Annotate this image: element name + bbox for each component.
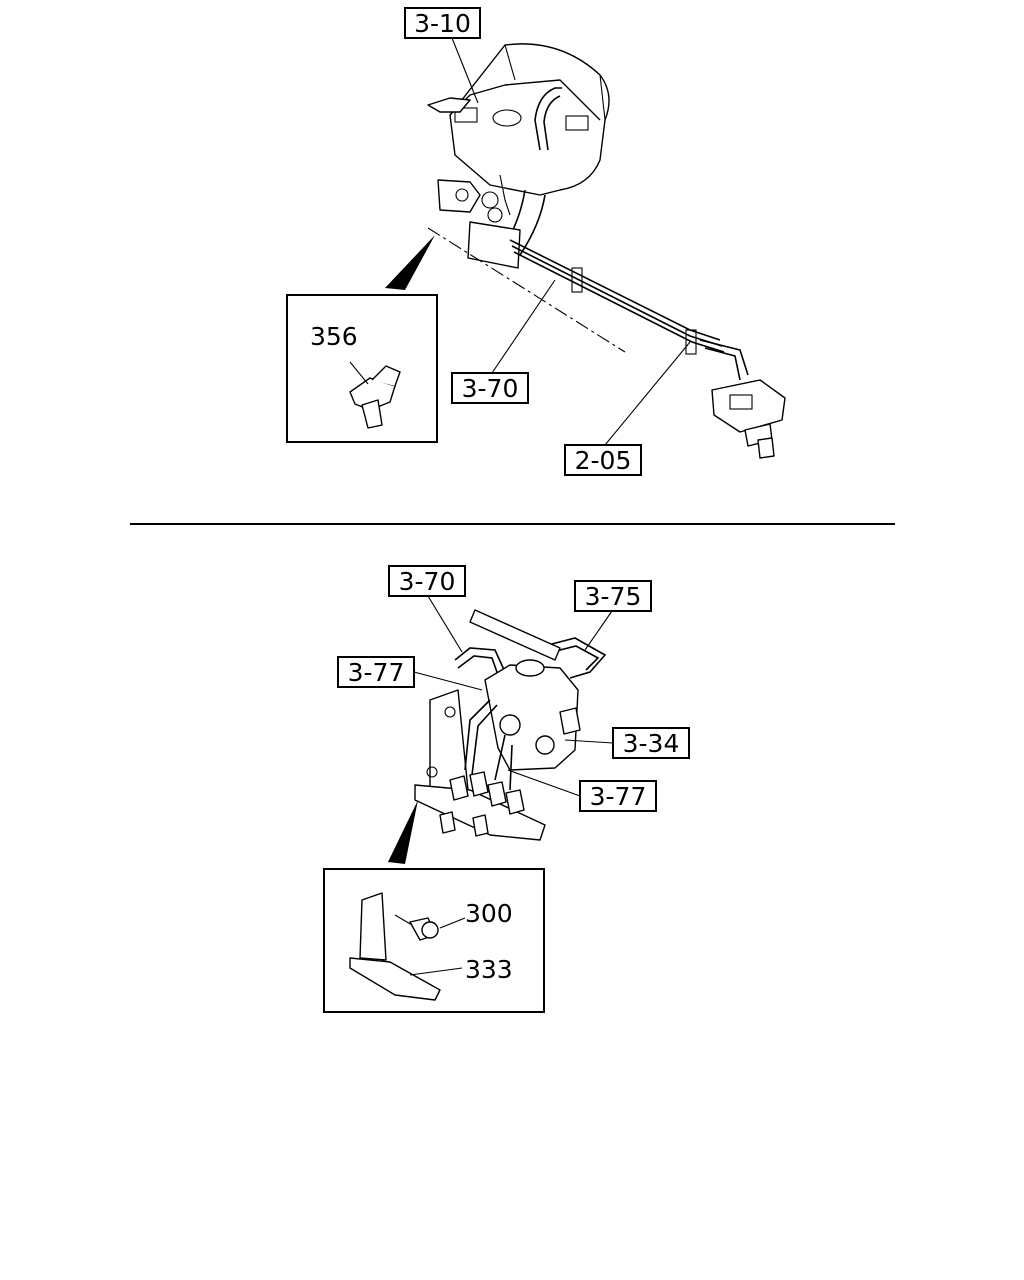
callout-3-70-lower: 3-70 [388, 565, 466, 653]
callout-3-77-lower: 3-77 [507, 769, 657, 812]
lower-assembly-drawing [388, 609, 607, 864]
callout-3-34: 3-34 [564, 727, 690, 759]
detail-label-356: 356 [310, 322, 358, 351]
callout-2-05: 2-05 [564, 341, 691, 476]
callout-3-77-upper-text: 3-77 [348, 658, 405, 687]
detail-box-clip [286, 294, 438, 443]
callout-2-05-text: 2-05 [575, 446, 632, 475]
detail-label-300: 300 [465, 899, 513, 928]
callout-3-10-text: 3-10 [414, 9, 471, 38]
callout-3-75: 3-75 [574, 580, 652, 651]
callout-3-10: 3-10 [404, 7, 481, 104]
callout-3-70-lower-text: 3-70 [399, 567, 456, 596]
callout-3-70-upper: 3-70 [451, 279, 556, 404]
callout-3-75-text: 3-75 [585, 582, 642, 611]
callout-3-34-text: 3-34 [623, 729, 680, 758]
upper-assembly-drawing [385, 43, 786, 459]
callout-3-77-upper: 3-77 [337, 656, 483, 691]
detail-label-333: 333 [465, 955, 513, 984]
callout-3-77-lower-text: 3-77 [590, 782, 647, 811]
detail-box-bracket [323, 868, 545, 1013]
callout-3-70-upper-text: 3-70 [462, 374, 519, 403]
